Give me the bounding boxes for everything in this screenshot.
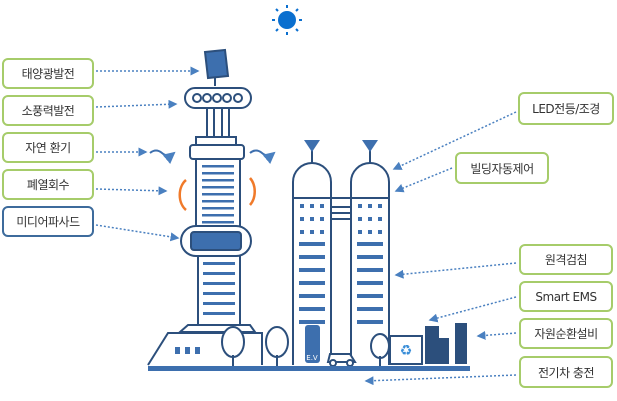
building-window [299, 268, 325, 272]
building-window [299, 281, 325, 285]
tower-window [202, 200, 234, 203]
building-window [299, 242, 325, 246]
label-building-automation: 빌딩자동제어 [455, 152, 549, 184]
base-window [195, 347, 200, 354]
building-window [357, 255, 383, 259]
tower-window [202, 186, 234, 189]
tower-window [203, 272, 235, 275]
building-window [357, 307, 383, 311]
building-window [357, 281, 383, 285]
building-window [300, 217, 304, 221]
ev-sign: E.V [306, 354, 318, 362]
solar-panel-icon [203, 48, 230, 86]
tower-window [202, 207, 234, 210]
building-window [300, 204, 304, 208]
building-window [357, 268, 383, 272]
pointer-lines [95, 66, 517, 386]
building-window [320, 204, 324, 208]
building-window [358, 217, 362, 221]
building-window [358, 230, 362, 234]
building-window [368, 217, 372, 221]
label-media-facade: 미디어파사드 [2, 206, 94, 237]
base-window [175, 347, 180, 354]
building-window [320, 230, 324, 234]
tower-window [202, 193, 234, 196]
building-window [378, 204, 382, 208]
tower-window [203, 292, 235, 295]
label-waste-heat-recovery: 폐열회수 [2, 169, 94, 200]
building-window [368, 230, 372, 234]
building-window [299, 320, 325, 324]
building-window [310, 204, 314, 208]
label-wind-power: 소풍력발전 [2, 95, 94, 126]
tower-window [202, 221, 234, 224]
building-window [299, 294, 325, 298]
wind-turbine-icon [184, 87, 252, 137]
building-window [299, 255, 325, 259]
building-window [310, 230, 314, 234]
building-window [378, 217, 382, 221]
tower-window [203, 312, 235, 315]
tower-window [202, 214, 234, 217]
tower-window [202, 172, 234, 175]
building-window [357, 242, 383, 246]
sun-icon [272, 5, 302, 35]
label-smart-ems: Smart EMS [519, 281, 613, 312]
building-window [300, 230, 304, 234]
recycle-icon: ♻ [400, 343, 413, 359]
building-window [358, 204, 362, 208]
tower-window [203, 282, 235, 285]
building-window [320, 217, 324, 221]
label-ev-charging: 전기차 충전 [519, 356, 613, 388]
label-resource-recycling: 자원순환설비 [519, 318, 613, 349]
label-natural-ventilation: 자연 환기 [2, 132, 94, 163]
building-window [357, 294, 383, 298]
building-window [310, 217, 314, 221]
ev-charger-icon [305, 325, 320, 363]
tower-window [203, 262, 235, 265]
building-window [368, 204, 372, 208]
tower-window [202, 179, 234, 182]
building-window [299, 307, 325, 311]
tower-window [202, 165, 234, 168]
label-solar-power: 태양광발전 [2, 58, 94, 89]
building-window [378, 230, 382, 234]
tower-window [203, 302, 235, 305]
base-window [185, 347, 190, 354]
energy-tower [147, 136, 263, 366]
twin-buildings [221, 150, 423, 367]
label-led-lighting: LED전등/조경 [518, 92, 614, 125]
label-remote-metering: 원격검침 [519, 244, 613, 275]
building-window [357, 320, 383, 324]
